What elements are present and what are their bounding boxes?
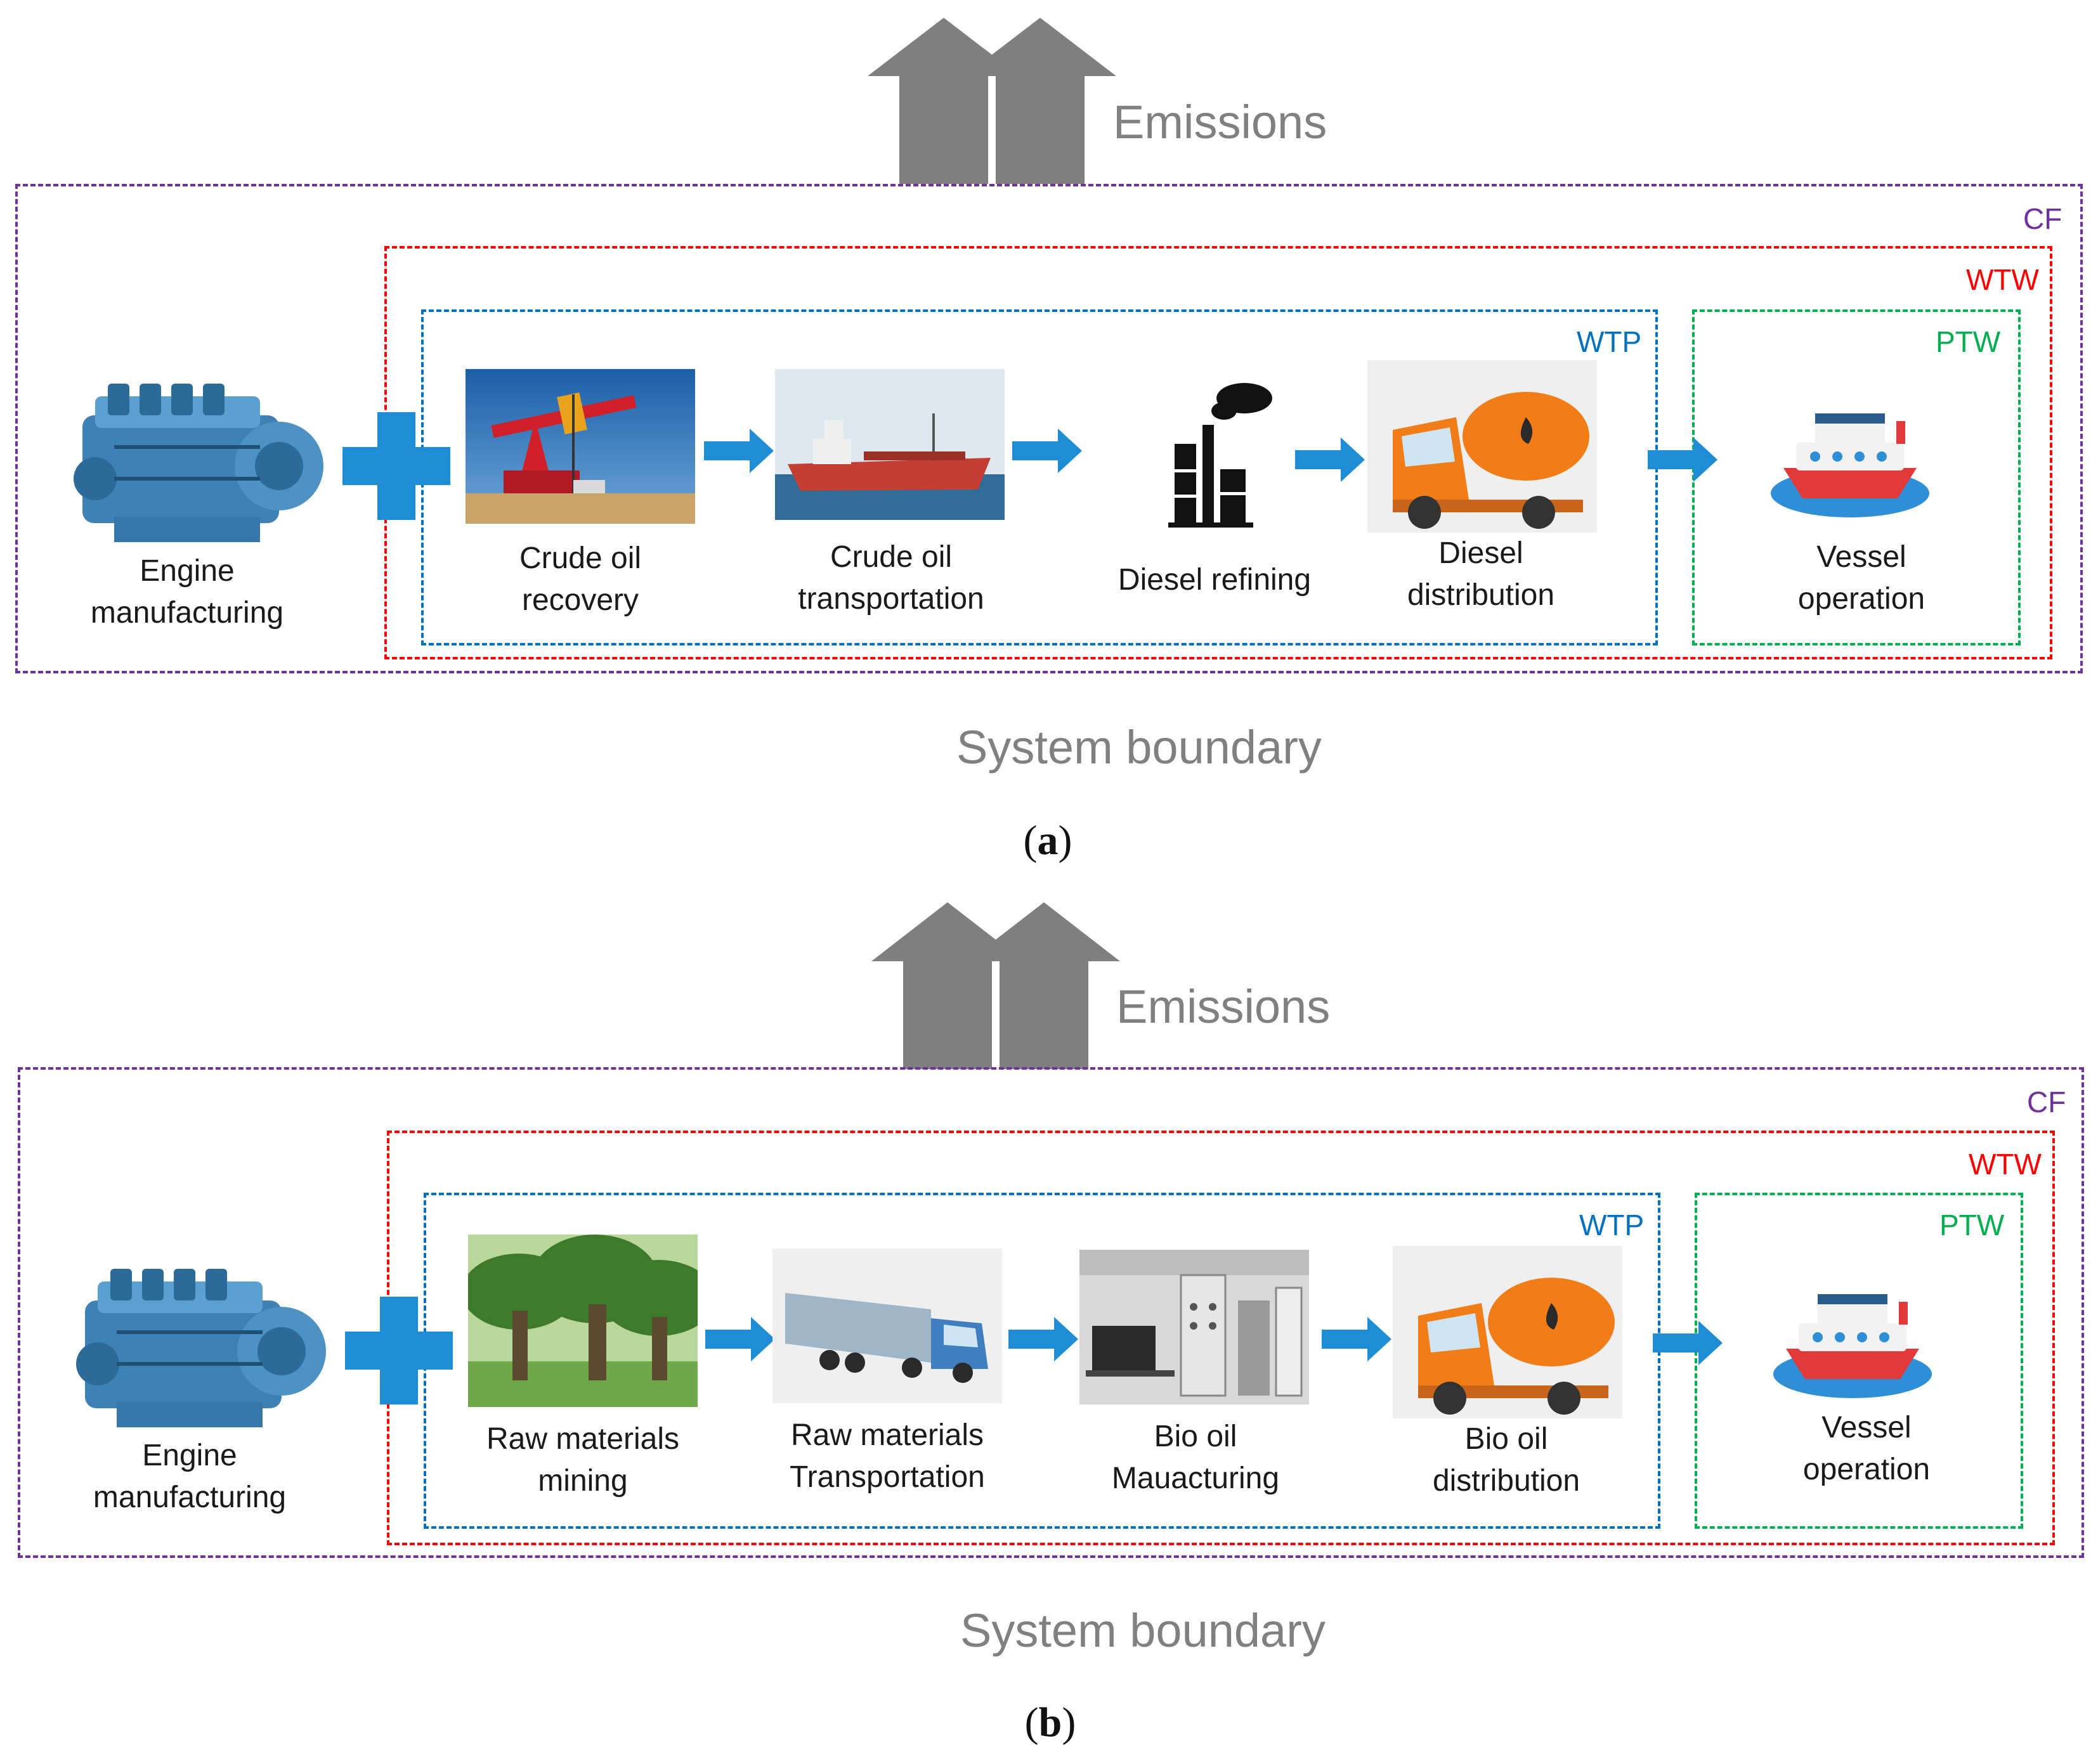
- flow-arrow-icon: [1295, 438, 1365, 482]
- ptw-label: PTW: [1936, 325, 2001, 358]
- ship-icon: [1771, 413, 1929, 517]
- cf-label: CF: [2027, 1086, 2066, 1119]
- plus-icon: [342, 412, 450, 520]
- engine-label: Engine manufacturing: [90, 554, 284, 630]
- engine-icon: [76, 1269, 326, 1427]
- tanker-ship-icon: [775, 369, 1005, 520]
- emissions-arrows-icon: [868, 18, 1116, 184]
- engine-label: Engine manufacturing: [93, 1439, 287, 1514]
- fuel-truck-icon: [1393, 1246, 1622, 1418]
- step-label-1: Raw materials mining: [486, 1422, 680, 1498]
- oil-pumpjack-icon: [466, 369, 695, 524]
- vessel-label: Vessel operation: [1802, 1411, 1931, 1486]
- flow-arrow-icon: [1008, 1317, 1078, 1361]
- subfigure-label: (a): [1023, 817, 1072, 864]
- flow-arrow-icon: [705, 1317, 775, 1361]
- cf-boundary: [18, 1067, 2084, 1558]
- step-label-4: Bio oil distribution: [1432, 1422, 1580, 1498]
- flow-arrow-icon: [1012, 429, 1082, 473]
- step-label-1: Crude oil recovery: [519, 542, 642, 617]
- lab-equipment-icon: [1079, 1250, 1309, 1404]
- engine-icon: [74, 384, 323, 542]
- emissions-arrows-icon: [871, 902, 1120, 1069]
- diagram-panel-b: Emissions CF WTW WTP PTW Engine manufact…: [0, 882, 2098, 1764]
- wtp-label: WTP: [1579, 1209, 1645, 1242]
- cf-label: CF: [2023, 202, 2062, 235]
- step-label-2: Raw materials Transportation: [790, 1418, 985, 1494]
- step-label-3: Bio oil Mauacturing: [1111, 1420, 1280, 1495]
- emissions-label: Emissions: [1116, 980, 1331, 1033]
- cf-boundary: [15, 184, 2083, 673]
- emissions-label: Emissions: [1113, 96, 1327, 148]
- wtp-label: WTP: [1577, 325, 1642, 358]
- refinery-icon: [1168, 383, 1272, 528]
- flow-arrow-icon: [1322, 1317, 1391, 1361]
- cargo-truck-icon: [772, 1248, 1002, 1403]
- flow-arrow-icon: [704, 429, 774, 473]
- plus-icon: [345, 1297, 453, 1404]
- diagram-panel-a: Emissions CF WTW WTP PTW Engine manufact…: [15, 18, 2083, 864]
- system-boundary-label: System boundary: [956, 721, 1322, 774]
- step-label-2: Crude oil transportation: [798, 540, 984, 616]
- step-label-3: Diesel refining: [1117, 563, 1312, 597]
- subfigure-label: (b): [1024, 1699, 1076, 1746]
- flow-arrow-icon: [1653, 1321, 1723, 1365]
- ptw-label: PTW: [1939, 1209, 2005, 1242]
- fuel-truck-icon: [1367, 360, 1597, 533]
- vessel-label: Vessel operation: [1797, 540, 1925, 616]
- step-label-4: Diesel distribution: [1407, 536, 1555, 612]
- wtw-label: WTW: [1969, 1148, 2042, 1181]
- ship-icon: [1773, 1294, 1932, 1398]
- flow-arrow-icon: [1648, 438, 1717, 482]
- system-boundary-label: System boundary: [960, 1604, 1326, 1657]
- wtw-label: WTW: [1966, 263, 2039, 296]
- ptw-boundary: [1695, 1193, 2023, 1529]
- palm-trees-icon: [468, 1235, 698, 1407]
